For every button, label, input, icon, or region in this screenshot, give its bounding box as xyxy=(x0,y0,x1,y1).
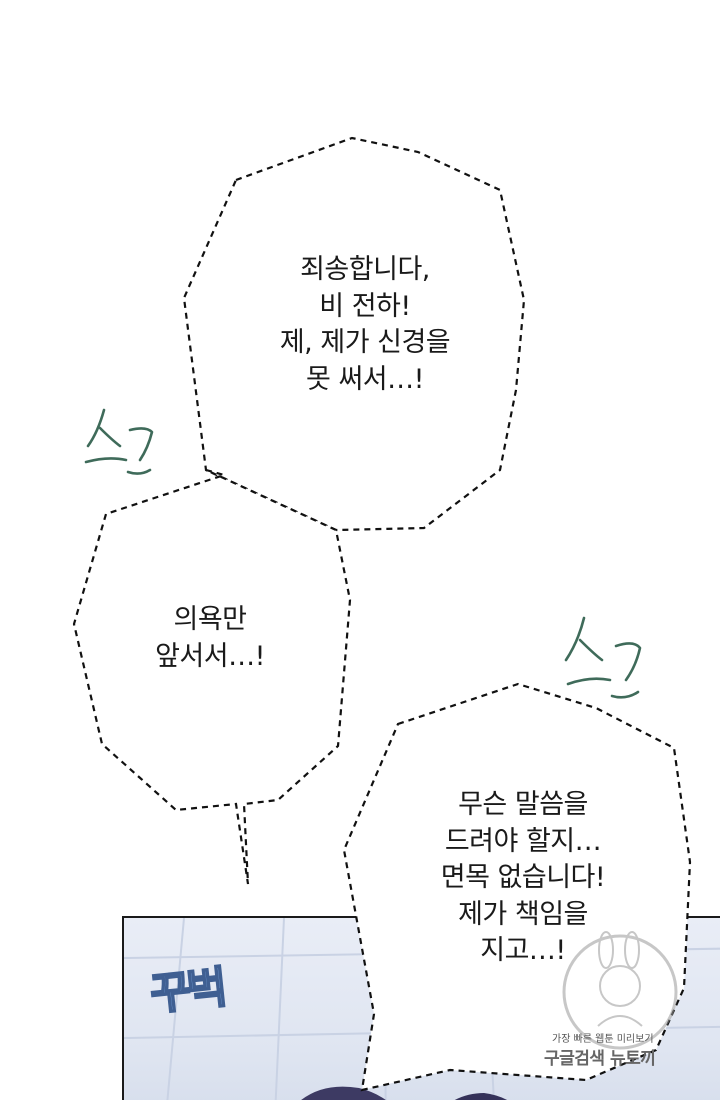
bubble-left-text: 의욕만 앞서서…! xyxy=(120,602,300,675)
dialogue-line: 못 써서…! xyxy=(306,363,424,395)
sfx-bow: 꾸벅 xyxy=(147,961,227,1021)
dialogue-line: 비 전하! xyxy=(319,290,411,322)
dialogue-line: 죄송합니다, xyxy=(300,254,430,285)
speech-bubble-left xyxy=(72,468,352,885)
sfx-whisper-right xyxy=(564,616,642,699)
watermark-brand: 구글검색 뉴토끼 xyxy=(544,1049,656,1069)
speech-bubble-top xyxy=(182,136,526,532)
dialogue-line: 앞서서…! xyxy=(155,640,265,672)
watermark-logo-icon xyxy=(562,931,678,1050)
sfx-whisper-left xyxy=(84,408,154,475)
dialogue-line: 지고…! xyxy=(480,935,566,966)
dialogue-line: 면목 없습니다! xyxy=(440,862,606,893)
dialogue-line: 무슨 말씀을 xyxy=(458,789,588,820)
dialogue-line: 의욕만 xyxy=(173,604,247,635)
bubble-right-text: 무슨 말씀을 드려야 할지… 면목 없습니다! 제가 책임을 지고…! xyxy=(408,787,638,970)
watermark-tagline: 가장 빠른 웹툰 미리보기 xyxy=(552,1034,654,1045)
speech-bubble-right xyxy=(342,682,692,1092)
dialogue-line: 제, 제가 신경을 xyxy=(279,327,451,358)
dialogue-line: 드려야 할지… xyxy=(444,825,602,857)
bubble-top-text: 죄송합니다, 비 전하! 제, 제가 신경을 못 써서…! xyxy=(245,252,485,398)
dialogue-line: 제가 책임을 xyxy=(458,898,588,930)
